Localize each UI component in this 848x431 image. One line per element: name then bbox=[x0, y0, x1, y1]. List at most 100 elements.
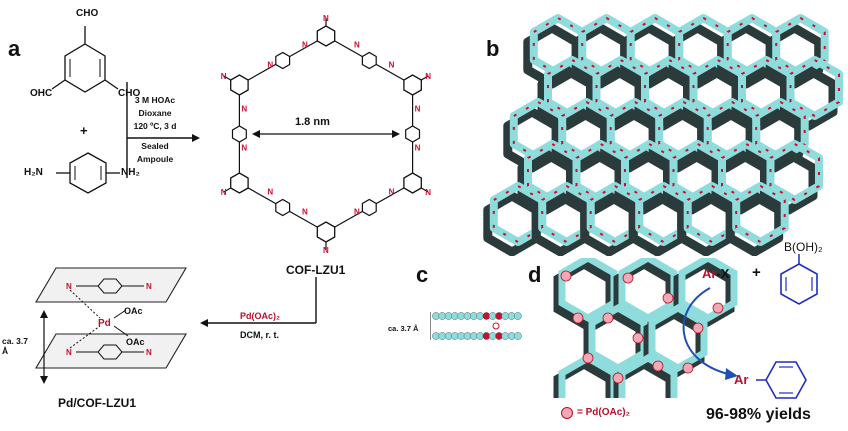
cof-node-ring bbox=[230, 74, 249, 96]
pore-arrow-head-left bbox=[252, 130, 260, 138]
condition-solvent: Dioxane bbox=[138, 108, 172, 118]
product-ar: Ar bbox=[734, 372, 749, 387]
interlayer-spacing: ca. 3.7 Å bbox=[2, 336, 28, 356]
cof-phenylene-ring bbox=[231, 125, 247, 143]
pd-site bbox=[572, 312, 584, 324]
pd-coordination-upper bbox=[69, 289, 101, 319]
pd-site bbox=[692, 322, 704, 334]
pd-site bbox=[612, 372, 624, 384]
cof-imine-n: N bbox=[302, 207, 308, 216]
cof-node-ring bbox=[403, 172, 422, 194]
cof-outward-n: N bbox=[323, 14, 329, 23]
cof-outward-n: N bbox=[323, 246, 329, 254]
nh2-label: NH₂ bbox=[121, 167, 140, 178]
upper-layer-plane bbox=[35, 267, 187, 303]
oac-ligand-2: OAc bbox=[126, 337, 145, 347]
stacked-layers-model bbox=[430, 312, 522, 340]
upper-linker-n-right: N bbox=[146, 282, 152, 291]
cof-imine-n: N bbox=[415, 104, 421, 113]
panel-c-spacing: ca. 3.7 Å bbox=[388, 324, 419, 333]
pd-site bbox=[662, 292, 674, 304]
upper-linker-n-left: N bbox=[66, 282, 72, 291]
cof-outward-n: N bbox=[221, 72, 227, 81]
cof-imine-n: N bbox=[354, 207, 360, 216]
cof-phenylene-ring bbox=[275, 198, 291, 217]
pd-cof-model bbox=[553, 258, 738, 398]
d-framework-wall bbox=[588, 303, 648, 373]
pore-arrow-head-right bbox=[392, 130, 400, 138]
pore-size-label: 1.8 nm bbox=[295, 116, 330, 128]
cof-phenylene-ring bbox=[361, 51, 377, 70]
cof-node-ring bbox=[230, 172, 249, 194]
cof-imine-n: N bbox=[354, 41, 360, 50]
reaction-conditions-vessel: Sealed Ampoule bbox=[126, 140, 184, 166]
pd-complex-structure: N N N N bbox=[35, 267, 187, 384]
condition-acid: 3 M HOAc bbox=[134, 95, 176, 105]
cof-3d-model bbox=[483, 14, 843, 256]
d-framework-wall bbox=[558, 353, 618, 398]
lower-linker-n-left: N bbox=[66, 348, 72, 357]
pd-legend-text: = Pd(OAc)₂ bbox=[577, 407, 630, 418]
condition-ampoule: Ampoule bbox=[136, 154, 174, 164]
pd-site bbox=[560, 270, 572, 282]
layer-atom bbox=[514, 332, 522, 340]
spacing-arrow-up bbox=[40, 310, 48, 318]
framework-nitrogen bbox=[789, 58, 840, 118]
aryl-halide: Ar-X bbox=[702, 266, 729, 281]
halide: -X bbox=[716, 266, 730, 281]
cof-name: COF-LZU1 bbox=[286, 263, 346, 277]
pd-site bbox=[632, 332, 644, 344]
cof-imine-n: N bbox=[267, 188, 273, 197]
d-framework-wall bbox=[618, 258, 678, 323]
cof-phenylene-ring bbox=[405, 125, 421, 143]
framework-nitrogen bbox=[755, 100, 806, 160]
framework-nitrogen bbox=[769, 142, 820, 202]
pd-site bbox=[652, 360, 664, 372]
condition-temp: 120 ºC, 3 d bbox=[133, 121, 177, 131]
cof-imine-n: N bbox=[302, 41, 308, 50]
framework-nitrogen bbox=[735, 184, 786, 244]
cof-imine-n: N bbox=[389, 60, 395, 69]
pd-oac-bond-2 bbox=[113, 325, 129, 337]
spacing-arrow-down bbox=[40, 376, 48, 384]
pd-cof-name: Pd/COF-LZU1 bbox=[58, 396, 136, 410]
d-framework-wall bbox=[618, 353, 678, 398]
plus-sign: + bbox=[80, 123, 88, 138]
cof-outward-n: N bbox=[425, 188, 431, 197]
layer-atom bbox=[514, 312, 522, 320]
cof-phenylene-ring bbox=[361, 198, 377, 217]
pd-oac-bond-1 bbox=[113, 309, 127, 319]
reaction-conditions: 3 M HOAc Dioxane 120 ºC, 3 d bbox=[126, 94, 184, 133]
pd-site bbox=[622, 272, 634, 284]
reaction-arrow bbox=[126, 82, 200, 178]
trimesaldehyde-structure bbox=[51, 26, 119, 93]
pd-metal-label: Pd bbox=[98, 318, 111, 329]
ar-group: Ar bbox=[702, 266, 717, 281]
boronic-acid-label: B(OH)₂ bbox=[784, 240, 823, 254]
d-framework-depth bbox=[553, 258, 615, 330]
d-framework-wall bbox=[648, 303, 708, 373]
pd-legend-icon bbox=[561, 407, 573, 419]
cof-outward-n: N bbox=[425, 72, 431, 81]
lower-linker-n-right: N bbox=[146, 348, 152, 357]
yield-text: 96-98% yields bbox=[706, 406, 811, 423]
product-ring bbox=[756, 361, 807, 399]
ohc-left-label: OHC bbox=[30, 88, 53, 99]
pd-site bbox=[602, 312, 614, 324]
legend-label: = Pd(OAc)₂ bbox=[577, 407, 631, 418]
cof-imine-n: N bbox=[241, 144, 247, 153]
pd-site bbox=[712, 302, 724, 314]
cof-imine-n: N bbox=[241, 104, 247, 113]
pdoac2-reagent: Pd(OAc)₂ bbox=[240, 311, 280, 321]
panel-label-c: c bbox=[416, 262, 429, 287]
cho-right-label: CHO bbox=[118, 88, 141, 99]
panel-label-d: d bbox=[528, 262, 542, 287]
cof-imine-n: N bbox=[267, 60, 273, 69]
oac-ligand-1: OAc bbox=[124, 306, 143, 316]
cof-imine-n: N bbox=[415, 144, 421, 153]
framework-depth bbox=[725, 191, 784, 256]
cof-node-ring bbox=[403, 74, 422, 96]
condition-sealed: Sealed bbox=[141, 141, 169, 151]
pd-site bbox=[582, 352, 594, 364]
